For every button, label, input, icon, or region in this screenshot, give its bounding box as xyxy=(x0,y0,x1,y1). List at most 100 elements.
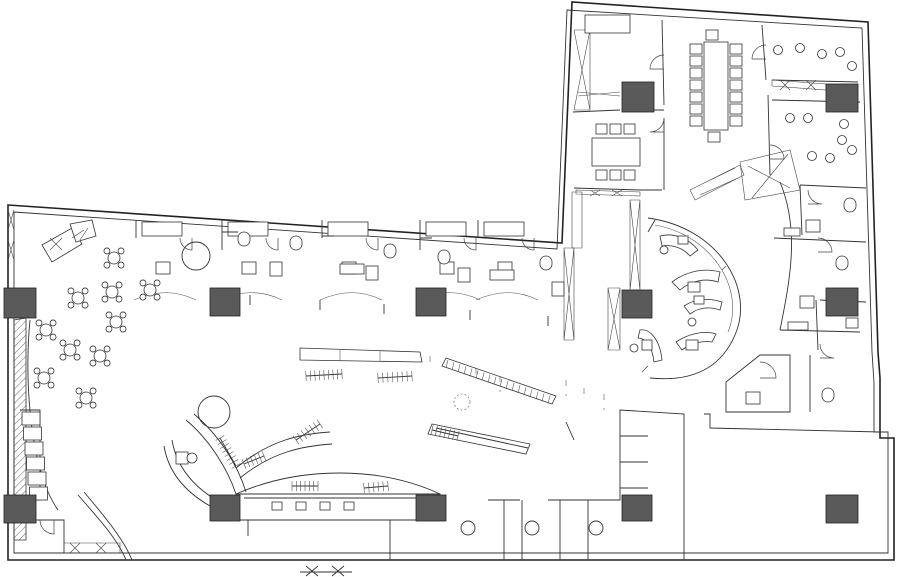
curved-wall-hatched xyxy=(13,317,27,541)
chair xyxy=(799,295,815,309)
hanger xyxy=(257,452,263,463)
hanger xyxy=(447,429,451,439)
hanger xyxy=(382,481,384,492)
chair xyxy=(705,29,719,41)
sink xyxy=(551,281,565,297)
hanger xyxy=(456,431,460,441)
entrance-marks xyxy=(300,565,352,577)
desk xyxy=(489,269,515,281)
lounge-area xyxy=(13,219,471,561)
chair xyxy=(105,325,113,333)
seat-cushion xyxy=(21,411,41,426)
slat xyxy=(541,393,545,402)
reception-desk xyxy=(659,234,699,257)
sofa xyxy=(41,219,97,263)
exterior-wall-outer xyxy=(7,1,895,561)
chair xyxy=(89,401,97,409)
slat xyxy=(547,395,551,404)
chair xyxy=(689,67,703,79)
slat xyxy=(469,368,473,377)
cafe-table xyxy=(63,343,77,357)
chair xyxy=(707,131,721,143)
cafe-table xyxy=(79,391,93,405)
hanger xyxy=(327,369,330,380)
seat-cushion xyxy=(24,441,44,456)
structural-columns xyxy=(3,81,859,524)
slat xyxy=(505,380,509,390)
cafe-table xyxy=(37,371,51,385)
chair xyxy=(49,333,57,341)
slat xyxy=(475,370,479,379)
braced-walls xyxy=(563,191,641,351)
chair xyxy=(89,345,97,353)
chair xyxy=(729,55,743,67)
hanger xyxy=(406,371,408,382)
structural-column xyxy=(621,289,653,319)
chair xyxy=(103,247,111,255)
chair xyxy=(689,79,703,91)
chair xyxy=(103,359,111,367)
office-block-top-right xyxy=(572,14,861,197)
chair xyxy=(729,91,743,103)
slat xyxy=(481,372,485,381)
chair xyxy=(609,169,622,181)
slat xyxy=(499,378,503,387)
cubicle-row xyxy=(133,220,565,326)
toilet xyxy=(843,197,857,213)
chair xyxy=(689,43,703,55)
hanger xyxy=(387,480,389,492)
chair xyxy=(153,293,161,301)
stool xyxy=(817,49,827,59)
cafe-table xyxy=(39,323,53,337)
structural-column xyxy=(209,287,241,317)
stool xyxy=(835,47,845,57)
display-counter xyxy=(235,472,441,495)
reception-curved-wall xyxy=(647,217,741,380)
hanger xyxy=(391,372,394,383)
chair xyxy=(609,123,622,135)
chair xyxy=(689,91,703,103)
hanger xyxy=(261,451,267,461)
chair xyxy=(641,339,653,351)
slat xyxy=(523,387,527,396)
central-displays xyxy=(163,347,881,560)
cafe-tables xyxy=(33,247,161,409)
hanger xyxy=(300,430,308,439)
chair xyxy=(745,391,761,405)
stool xyxy=(837,135,847,145)
chair xyxy=(115,295,123,303)
desk xyxy=(327,221,369,237)
hanger xyxy=(430,425,434,435)
slat xyxy=(487,374,491,383)
wall-stub xyxy=(222,231,432,239)
door-swing xyxy=(463,237,477,251)
cafe-table xyxy=(71,291,85,305)
hanger xyxy=(224,451,234,457)
chair xyxy=(689,115,703,127)
slat xyxy=(529,389,533,398)
office-block-right xyxy=(689,149,867,413)
structural-column xyxy=(415,494,447,522)
slat xyxy=(535,391,539,400)
chair xyxy=(89,359,97,367)
door-swing xyxy=(521,237,535,251)
chair xyxy=(47,381,55,389)
round-table xyxy=(181,241,211,271)
hanger xyxy=(292,435,300,445)
rack-bar xyxy=(363,485,389,489)
hanger xyxy=(332,369,334,380)
door-swing xyxy=(265,237,279,251)
hanger xyxy=(253,454,259,464)
reception-area xyxy=(629,217,741,380)
chair xyxy=(689,55,703,67)
hanger xyxy=(296,433,304,442)
hanger xyxy=(308,425,316,434)
hanger xyxy=(452,430,456,440)
chair xyxy=(115,281,123,289)
chair xyxy=(693,295,705,305)
chair xyxy=(623,169,636,181)
slat xyxy=(457,364,461,373)
hanger xyxy=(434,426,438,436)
chair xyxy=(47,367,55,375)
